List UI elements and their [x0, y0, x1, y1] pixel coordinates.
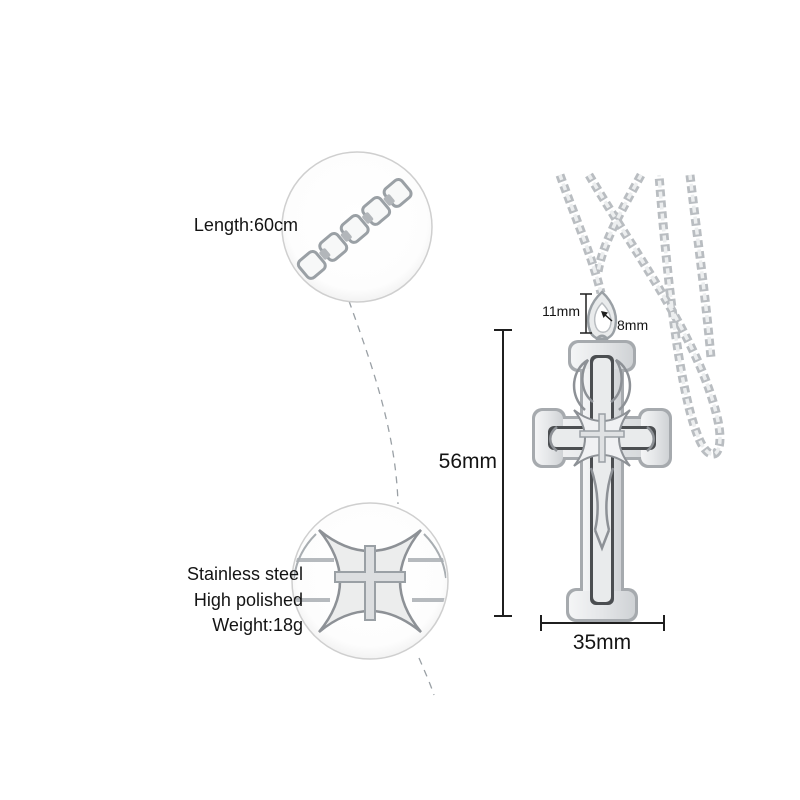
chain-length-label: Length:60cm [193, 215, 298, 235]
chain-width-label: 8mm [617, 317, 649, 333]
pendant-width-label: 35mm [572, 631, 632, 654]
finish-label: High polished [193, 589, 303, 610]
cross-detail-circle [291, 502, 449, 660]
weight-label: Weight:18g [212, 615, 303, 635]
pendant-height-label: 56mm [438, 450, 497, 473]
corner-flange-arcs [293, 533, 447, 579]
bail-width-arrowhead [601, 311, 608, 318]
chain-detail-circle [281, 151, 433, 303]
chain-guide-dashed-line [348, 300, 435, 696]
ornate-scroll-overlay [549, 358, 655, 552]
pendant-bail [586, 290, 618, 348]
box-chain-links [296, 177, 413, 280]
material-label: Stainless steel [186, 564, 303, 584]
bail-height-dimension-line [580, 293, 592, 334]
width-dimension-line [540, 615, 665, 631]
necklace-chain [555, 172, 725, 459]
cross-pendant [532, 340, 672, 622]
plate-edge-lines [293, 558, 447, 602]
engraved-cross-detail [334, 545, 406, 621]
engraved-center-cross [579, 413, 625, 463]
bail-height-label: 11mm [542, 303, 580, 319]
height-dimension-line [494, 329, 512, 617]
product-specs: Stainless steel High polished Weight:18g [118, 562, 303, 639]
